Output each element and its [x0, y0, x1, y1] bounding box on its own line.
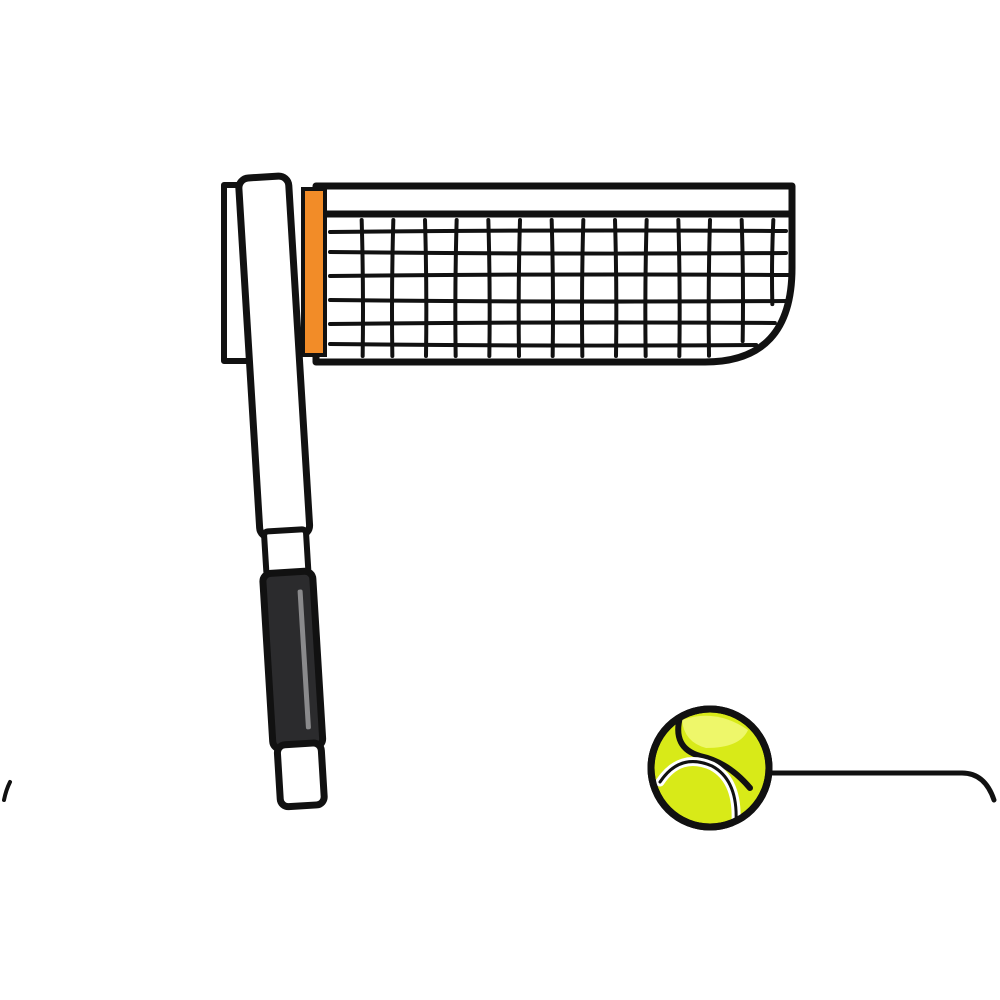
net-mesh [328, 218, 794, 358]
post-grip [259, 567, 327, 753]
net-mesh-horizontal [328, 250, 788, 256]
net-mesh-vertical [643, 218, 649, 358]
ball-outline [647, 705, 773, 831]
net-mesh-vertical [453, 218, 459, 358]
net-post-icon [221, 172, 328, 811]
net-mesh-vertical [389, 218, 396, 358]
post-shaft [235, 172, 314, 541]
ball-highlight [682, 715, 748, 748]
net-edge-strip [301, 187, 327, 357]
net-mesh-vertical [579, 218, 586, 358]
net-mesh-vertical [706, 218, 712, 358]
net-mesh-vertical [516, 218, 522, 358]
net-mesh-horizontal [328, 298, 789, 304]
ball-seam-lower-outline [658, 760, 738, 824]
net-mesh-horizontal [328, 228, 788, 234]
ball-path-line [767, 770, 997, 803]
net-mesh-vertical [739, 218, 746, 344]
net-mesh-vertical [549, 218, 556, 358]
net-mesh-vertical [423, 218, 429, 358]
net-mesh-horizontal [328, 272, 794, 278]
net-mesh-vertical [359, 218, 366, 358]
tennis-net-icon [301, 182, 796, 366]
net-mesh-horizontal [328, 342, 759, 348]
net-mesh-vertical [613, 218, 619, 358]
net-mesh-vertical [676, 218, 682, 358]
stray-mark [2, 780, 12, 802]
ball-seam-upper [675, 714, 753, 791]
post-end-cap [273, 739, 328, 811]
net-mesh-vertical [486, 218, 492, 358]
net-mesh-vertical [770, 218, 776, 307]
tennis-ball-icon [647, 705, 773, 831]
post-grip-highlight [297, 589, 311, 730]
net-mesh-horizontal [328, 320, 777, 326]
